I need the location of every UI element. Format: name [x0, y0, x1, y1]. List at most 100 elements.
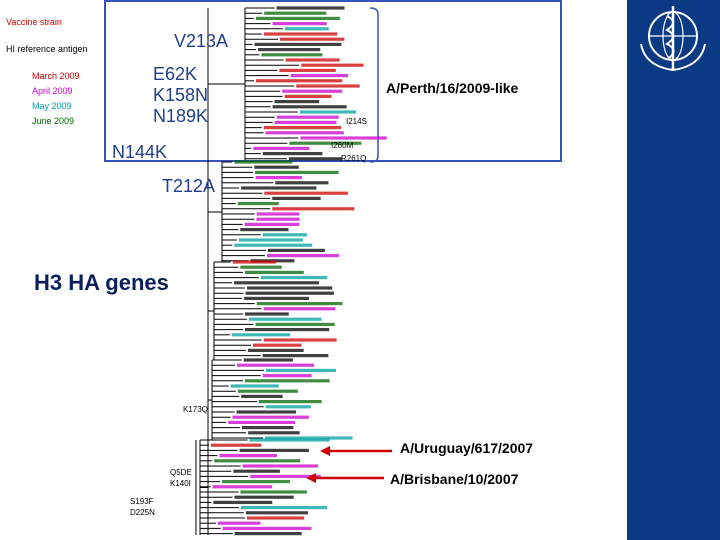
tree-tip-label — [263, 126, 341, 130]
tree-tip-label — [244, 222, 300, 226]
tree-tip-label — [265, 405, 311, 409]
mutation-r261q: R261Q — [341, 154, 367, 163]
tree-tip-label — [222, 526, 312, 530]
tree-tip-label — [244, 379, 330, 383]
tree-tip-label — [263, 32, 338, 36]
tree-tip-label — [263, 307, 336, 311]
tree-tip-label — [233, 469, 280, 473]
mutation-q5de: Q5DE — [170, 468, 192, 477]
tree-tip-label — [290, 74, 349, 78]
legend-month-april: April 2009 — [32, 86, 73, 96]
tree-tip-label — [236, 410, 297, 414]
callout-uruguay: A/Uruguay/617/2007 — [400, 440, 534, 456]
tree-tip-label — [230, 384, 279, 388]
tree-tip-label — [265, 131, 344, 135]
brisbane-arrowhead — [306, 473, 316, 483]
tree-tip-label — [240, 228, 289, 232]
mutation-n189k: N189K — [153, 106, 209, 126]
tree-tip-label — [250, 474, 321, 478]
tree-tip-label — [262, 374, 312, 378]
tree-tip-label — [244, 312, 289, 316]
mutation-i214s: I214S — [346, 117, 367, 126]
tree-tip-label — [272, 105, 347, 109]
perth-clade-box — [104, 0, 562, 162]
tree-tip-label — [272, 22, 327, 26]
tree-tip-label — [237, 389, 298, 393]
tree-tip-label — [254, 42, 342, 46]
tree-tip-label — [228, 420, 296, 424]
tree-tip-label — [280, 37, 345, 41]
mutation-k140i: K140I — [170, 479, 191, 488]
tree-tip-label — [240, 490, 307, 494]
tree-tip-label — [241, 186, 317, 190]
tree-tip-label — [222, 480, 290, 484]
tree-tip-label — [272, 196, 321, 200]
tree-tip-label — [244, 270, 304, 274]
tree-tip-label — [266, 254, 339, 258]
tree-tip-label — [234, 495, 294, 499]
who-logo-band — [627, 0, 720, 540]
tree-tip-label — [237, 363, 315, 367]
tree-tip-label — [258, 400, 322, 404]
mutation-k173q: K173Q — [183, 405, 208, 414]
legend-vaccine-strain: Vaccine strain — [6, 17, 62, 27]
tree-tip-label — [237, 202, 279, 206]
tree-tip-label — [248, 317, 322, 321]
tree-tip-label — [245, 291, 334, 295]
tree-tip-label — [265, 436, 353, 440]
mutation-s193f: S193F — [130, 497, 154, 506]
tree-tip-label — [234, 160, 293, 164]
tree-tip-label — [261, 53, 323, 57]
tree-tip-label — [210, 443, 262, 447]
tree-tip-label — [255, 16, 340, 20]
tree-tip-label — [262, 354, 329, 358]
tree-tip-label — [282, 89, 343, 93]
tree-tip-label — [234, 243, 313, 247]
tree-tip-label — [256, 302, 343, 306]
tree-tip-label — [232, 260, 277, 264]
tree-tip-label — [255, 176, 302, 180]
mutation-t212a: T212A — [162, 176, 216, 196]
tree-tip-label — [241, 394, 283, 398]
legend-hi-reference: HI reference antigen — [6, 44, 88, 54]
mutation-d225n: D225N — [130, 508, 155, 517]
legend-month-may: May 2009 — [32, 101, 72, 111]
tree-tip-label — [254, 170, 339, 174]
callout-perth: A/Perth/16/2009-like — [386, 80, 519, 96]
tree-tip-label — [260, 276, 328, 280]
tree-tip-label — [258, 48, 321, 52]
tree-tip-label — [240, 265, 282, 269]
tree-tip-label — [284, 27, 329, 31]
tree-tip-label — [245, 511, 308, 515]
tree-tip-label — [214, 459, 301, 463]
tree-tip-label — [296, 84, 360, 88]
tree-tip-label — [234, 532, 302, 536]
tree-tip-label — [245, 328, 330, 332]
uruguay-arrowhead — [320, 446, 330, 456]
mutation-k158n: K158N — [153, 85, 209, 105]
tree-tip-label — [274, 120, 337, 124]
tree-tip-label — [264, 191, 348, 195]
tree-tip-label — [279, 68, 336, 72]
tree-tip-label — [241, 426, 294, 430]
tree-tip-label — [253, 343, 302, 347]
tree-branches — [195, 7, 300, 535]
mutation-v213a: V213A — [174, 31, 229, 51]
tree-tip-label — [301, 63, 364, 67]
tree-tip-label — [272, 207, 355, 211]
tree-tip-label — [276, 6, 345, 10]
mutation-i260m: I260M — [331, 141, 354, 150]
tree-tip-label — [276, 115, 339, 119]
callout-brisbane: A/Brisbane/10/2007 — [390, 471, 519, 487]
tree-tip-label — [249, 438, 330, 442]
tree-tip-label — [300, 136, 387, 140]
tree-tip-label — [255, 322, 335, 326]
tree-tip-label — [288, 157, 343, 161]
tree-tip-label — [219, 454, 278, 458]
who-emblem-icon — [640, 6, 706, 72]
tree-tip-labels — [210, 6, 387, 536]
tree-tip-label — [244, 296, 310, 300]
tree-tip-label — [243, 358, 293, 362]
tree-tip-label — [299, 110, 357, 114]
